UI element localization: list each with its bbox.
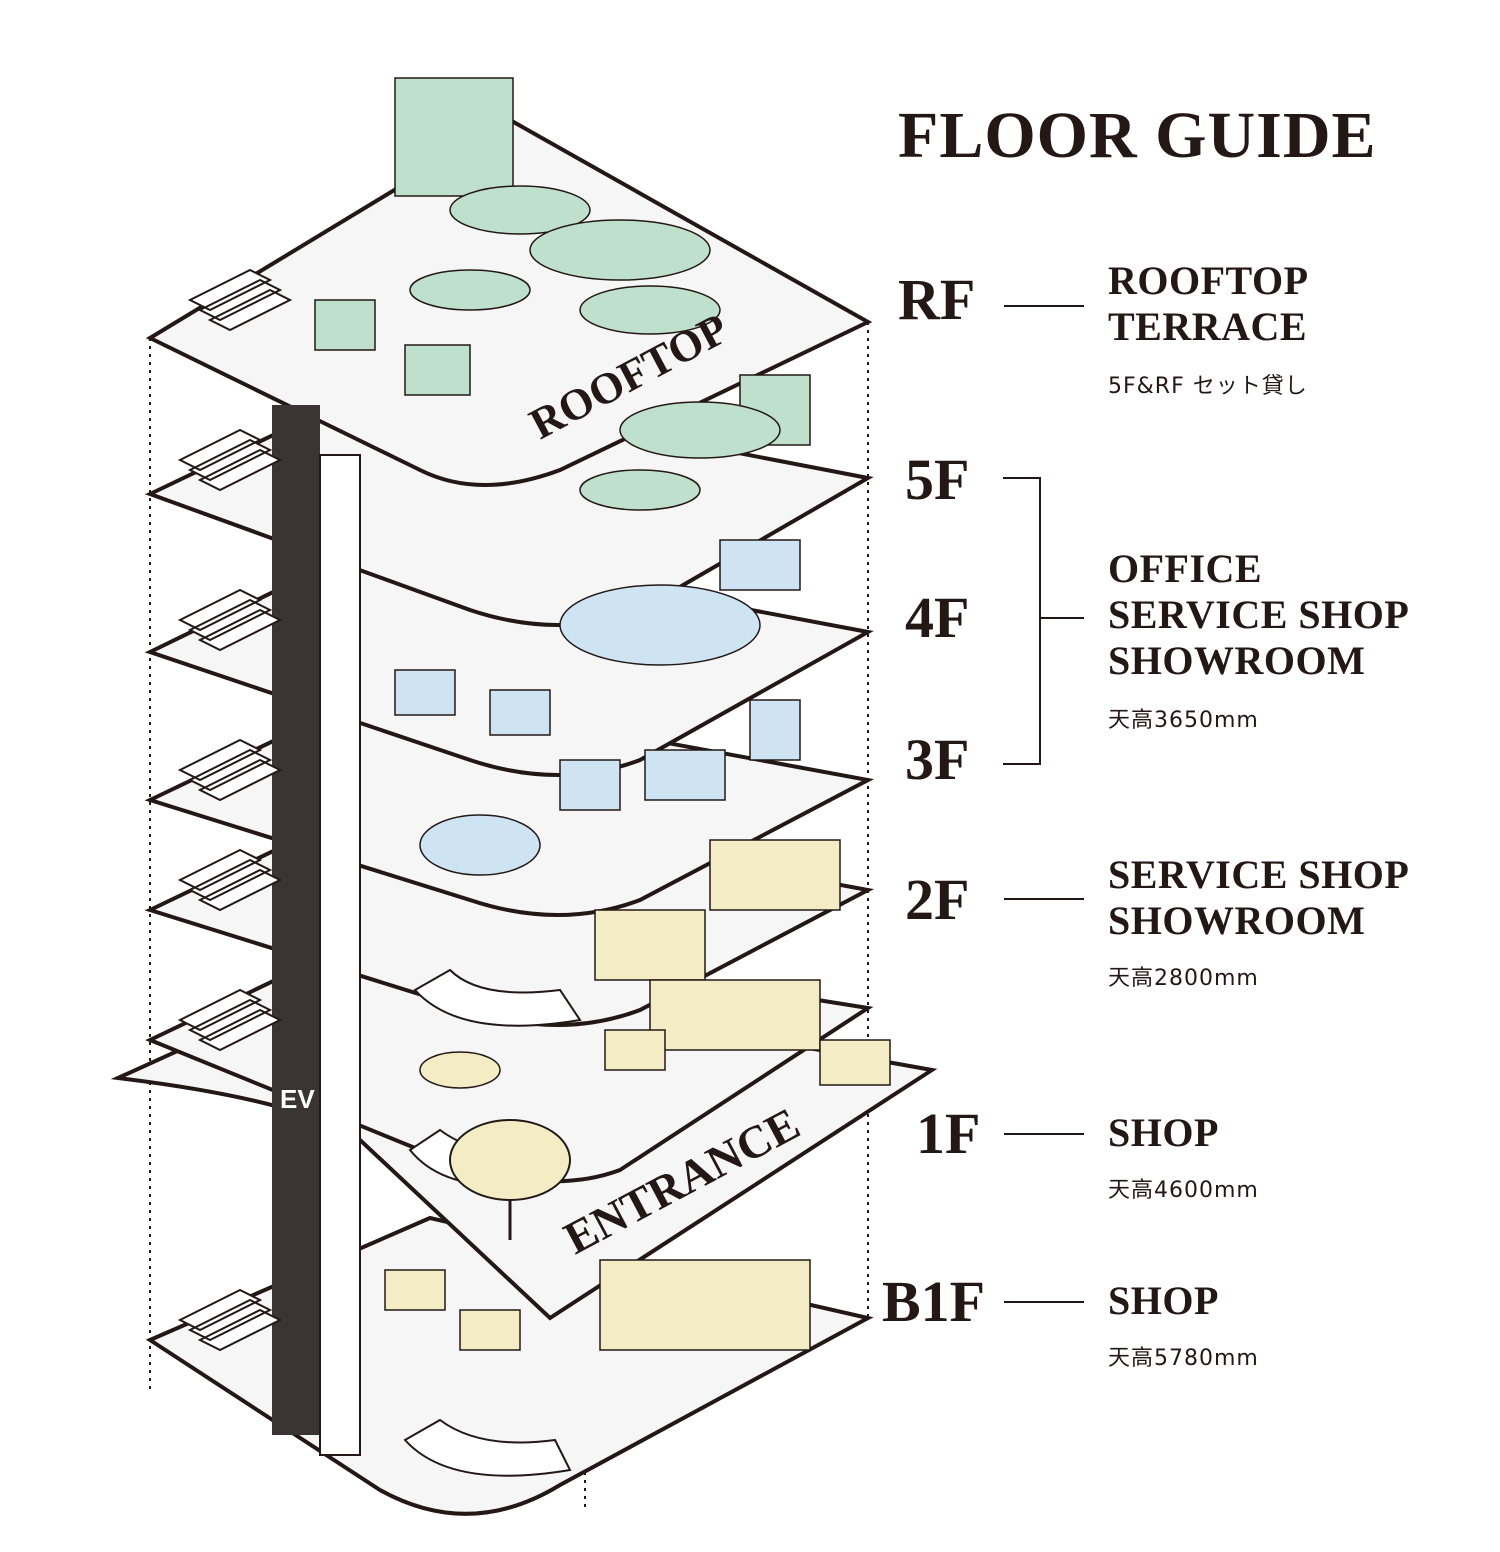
floor-label-rf: RF [898, 267, 976, 332]
leader-1f [1004, 1133, 1084, 1135]
bracket-stem [1039, 617, 1084, 619]
desc-1f: SHOP [1108, 1110, 1219, 1155]
desc-office-line2: SERVICE SHOP [1108, 592, 1410, 637]
desc-office-line3: SHOWROOM [1108, 638, 1366, 683]
floor-label-5f: 5F [905, 447, 970, 512]
tree-icon [449, 1119, 571, 1240]
note-office: 天高3650mm [1108, 708, 1259, 733]
page-title: FLOOR GUIDE [898, 99, 1377, 172]
floor-label-1f: 1F [916, 1101, 981, 1166]
desc-2f-line2: SHOWROOM [1108, 898, 1366, 943]
floor-label-4f: 4F [905, 585, 970, 650]
leader-rf [1004, 305, 1084, 307]
stair-icon [177, 268, 293, 1352]
cafe-table-icon [384, 839, 891, 1351]
floor-label-2f: 2F [905, 867, 970, 932]
desc-rf-line1: ROOFTOP [1108, 258, 1309, 303]
leader-b1f [1004, 1301, 1084, 1303]
leader-2f [1004, 898, 1084, 900]
elevator-wall [319, 454, 361, 1456]
yoga-person-icon [314, 77, 811, 511]
elevator-label: EV [280, 1084, 315, 1114]
floor-label-b1f: B1F [882, 1269, 986, 1334]
desc-2f-line1: SERVICE SHOP [1108, 852, 1410, 897]
floor-label-3f: 3F [905, 727, 970, 792]
elevator-shaft [272, 405, 320, 1435]
desc-office-line1: OFFICE [1108, 546, 1263, 591]
desc-b1f: SHOP [1108, 1278, 1219, 1323]
note-rf: 5F&RF セット貸し [1108, 374, 1308, 399]
bracket-3f-5f [1003, 477, 1041, 765]
note-1f: 天高4600mm [1108, 1178, 1259, 1203]
meeting-table-icon [394, 539, 801, 876]
note-b1f: 天高5780mm [1108, 1346, 1259, 1371]
note-2f: 天高2800mm [1108, 966, 1259, 991]
desc-rf-line2: TERRACE [1108, 304, 1308, 349]
